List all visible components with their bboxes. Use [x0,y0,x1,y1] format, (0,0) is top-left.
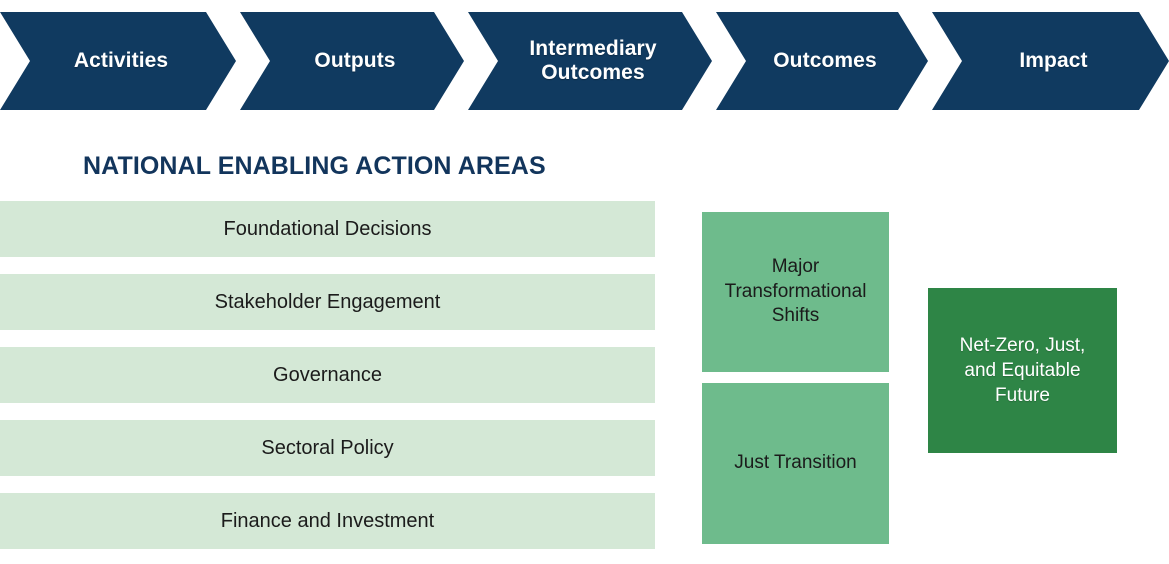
shift-box-just-transition[interactable]: Just Transition [702,383,889,544]
process-stage-outputs[interactable]: Outputs [240,12,464,110]
process-stage-label: Impact [1019,49,1088,73]
process-stage-impact[interactable]: Impact [932,12,1169,110]
shift-box-label: Just Transition [734,452,857,474]
process-stage-outcomes[interactable]: Outcomes [716,12,928,110]
action-area-label: Governance [273,363,382,386]
process-stage-activities[interactable]: Activities [0,12,236,110]
action-area-bar[interactable]: Governance [0,347,655,403]
action-area-label: Stakeholder Engagement [214,290,441,313]
action-area-bar[interactable]: Foundational Decisions [0,201,655,257]
action-area-label: Sectoral Policy [261,436,394,459]
action-area-bar[interactable]: Stakeholder Engagement [0,274,655,330]
process-stage-label: Outcomes [773,49,877,73]
action-area-bar[interactable]: Finance and Investment [0,493,655,549]
process-stage-label: Outputs [314,49,396,73]
action-area-label: Foundational Decisions [223,217,432,240]
action-area-bar[interactable]: Sectoral Policy [0,420,655,476]
action-area-label: Finance and Investment [220,509,435,532]
section-title: NATIONAL ENABLING ACTION AREAS [83,152,546,180]
process-stage-label: Activities [73,49,169,73]
